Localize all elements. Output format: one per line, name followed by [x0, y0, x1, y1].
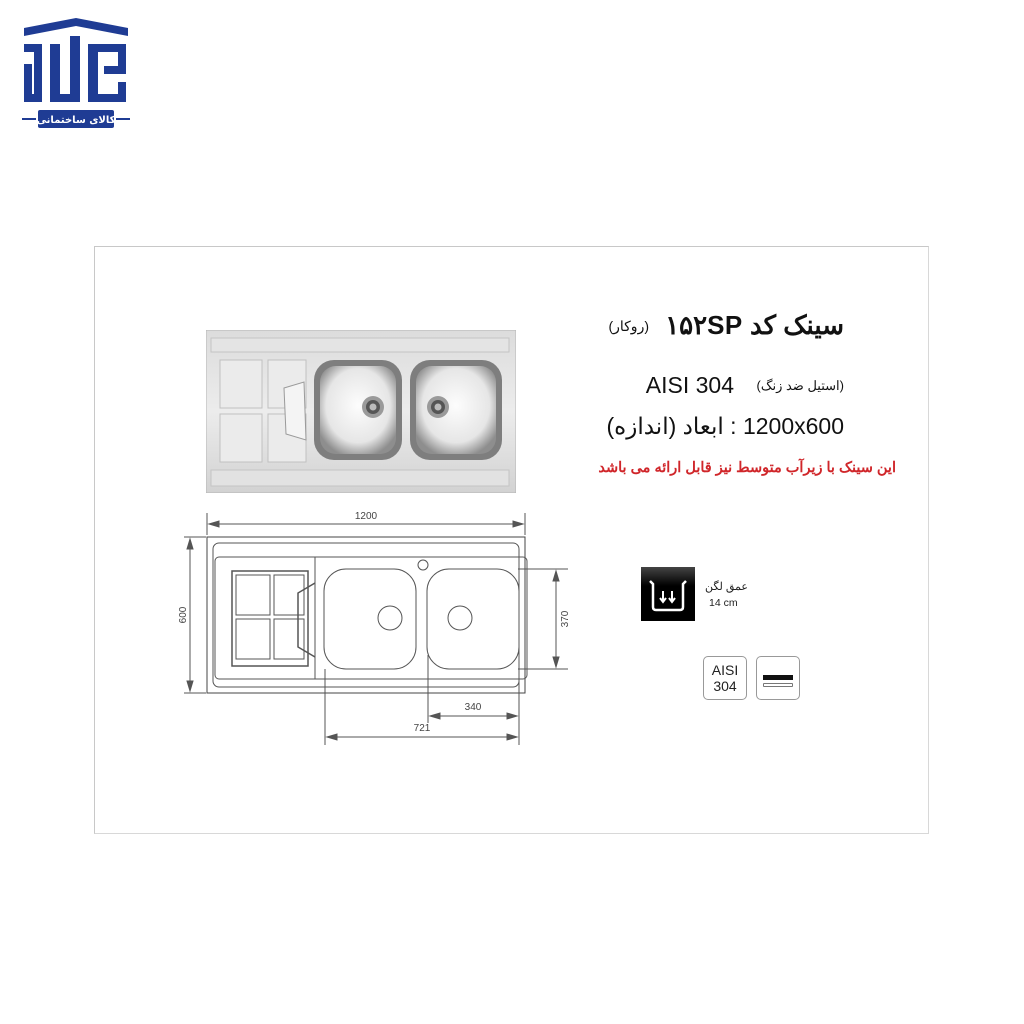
- aisi-304-badge: AISI 304: [703, 656, 747, 700]
- svg-text:340: 340: [465, 702, 482, 713]
- depth-label: عمق لگن: [705, 581, 748, 593]
- badge-aisi-line1: AISI: [711, 662, 739, 678]
- material-label: (استیل ضد زنگ): [756, 378, 844, 393]
- svg-text:1200: 1200: [355, 511, 378, 522]
- svg-text:721: 721: [414, 723, 431, 734]
- sink-photo: [205, 329, 517, 494]
- svg-text:600: 600: [178, 606, 189, 623]
- badge-aisi-line2: 304: [713, 678, 737, 694]
- bowl-depth-icon: [641, 567, 695, 621]
- surface-finish-icon: [756, 656, 800, 700]
- finish-dark-bar: [763, 675, 793, 680]
- install-type: (روکار): [608, 318, 649, 334]
- depth-value: 14 cm: [709, 597, 738, 609]
- dimensions-text: 1200x600 : ابعاد (اندازه): [606, 413, 844, 439]
- availability-note: این سینک با زیرآب متوسط نیز قابل ارائه م…: [598, 460, 896, 476]
- finish-light-bar: [763, 683, 793, 687]
- product-title: سینک کد ۱۵۲SP: [665, 310, 844, 340]
- material-grade: AISI 304: [645, 372, 734, 398]
- svg-text:کالای ساختمانی: کالای ساختمانی: [37, 115, 116, 126]
- technical-drawing: 1200 600 370 340 721: [178, 505, 571, 750]
- building-logo-icon: کالای ساختمانی: [22, 18, 130, 128]
- svg-text:370: 370: [560, 610, 568, 627]
- brand-logo: کالای ساختمانی: [22, 18, 130, 130]
